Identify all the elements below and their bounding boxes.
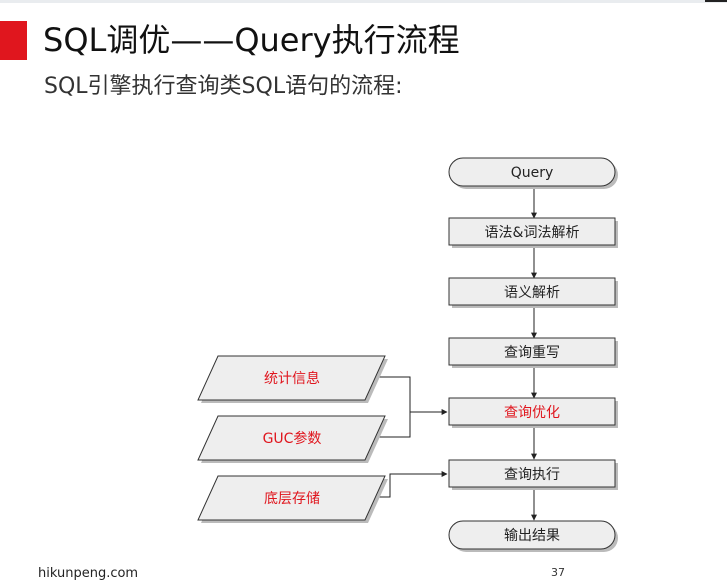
node-parse-box: 语法&词法解析 xyxy=(448,217,618,248)
inputs-bracket-connector xyxy=(378,376,411,438)
input-storage-label: 底层存储 xyxy=(264,491,320,507)
arrow-storage-to-execute xyxy=(378,471,448,498)
title-accent-block xyxy=(0,21,27,60)
node-query-terminator: Query xyxy=(448,157,618,189)
page-number: 37 xyxy=(551,566,565,579)
input-statistics: 统计信息 xyxy=(197,355,388,403)
top-border xyxy=(0,0,727,3)
input-storage: 底层存储 xyxy=(197,475,388,523)
top-right-mark xyxy=(705,0,727,2)
input-statistics-label: 统计信息 xyxy=(264,370,320,387)
node-semantic-label: 语义解析 xyxy=(504,285,560,301)
node-query-label: Query xyxy=(511,165,554,181)
node-execute-box: 查询执行 xyxy=(448,459,618,490)
node-parse-label: 语法&词法解析 xyxy=(485,225,580,241)
input-guc-params: GUC参数 xyxy=(197,415,388,463)
input-guc-params-label: GUC参数 xyxy=(263,430,322,447)
node-optimize-box: 查询优化 xyxy=(448,397,618,428)
slide-subtitle: SQL引擎执行查询类SQL语句的流程: xyxy=(44,74,403,99)
node-output-label: 输出结果 xyxy=(504,528,560,544)
node-rewrite-label: 查询重写 xyxy=(504,345,560,361)
node-output-terminator: 输出结果 xyxy=(448,520,618,552)
node-optimize-label: 查询优化 xyxy=(504,405,560,421)
node-execute-label: 查询执行 xyxy=(504,467,560,483)
node-rewrite-box: 查询重写 xyxy=(448,337,618,368)
node-semantic-box: 语义解析 xyxy=(448,277,618,308)
slide-title: SQL调优——Query执行流程 xyxy=(43,21,460,59)
footer-site: hikunpeng.com xyxy=(38,566,139,581)
